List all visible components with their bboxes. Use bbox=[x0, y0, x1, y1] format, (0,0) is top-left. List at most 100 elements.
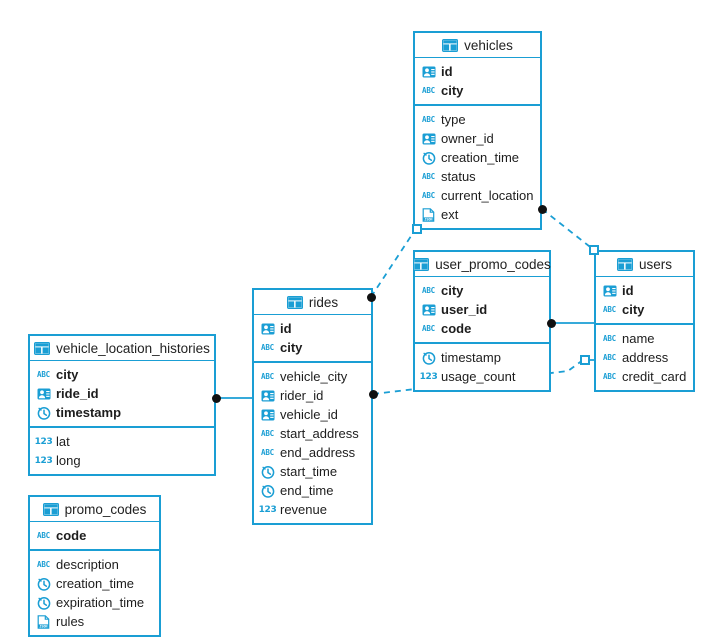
column-name: owner_id bbox=[441, 131, 494, 146]
column-name: city bbox=[622, 302, 645, 317]
column-name: rider_id bbox=[280, 388, 324, 403]
clock-icon bbox=[421, 351, 436, 365]
column-row[interactable]: rider_id bbox=[254, 386, 371, 405]
relationship-endpoint-dot bbox=[366, 292, 376, 302]
clock-icon bbox=[260, 484, 275, 498]
number-type-icon: 123 bbox=[419, 371, 438, 382]
abc-text-type-icon: ABC bbox=[603, 334, 616, 343]
column-row[interactable]: user_id bbox=[415, 300, 549, 319]
primary-key-icon bbox=[421, 132, 436, 146]
column-row[interactable]: id bbox=[596, 281, 693, 300]
table-header-vehicles[interactable]: vehicles bbox=[415, 33, 540, 58]
table-icon bbox=[442, 38, 459, 52]
relationship-endpoint-dot bbox=[546, 318, 556, 328]
column-name: creation_time bbox=[441, 150, 520, 165]
column-name: city bbox=[441, 83, 464, 98]
relationship-endpoint-square bbox=[580, 355, 590, 365]
table-icon bbox=[42, 502, 59, 516]
table-name: users bbox=[638, 256, 672, 272]
column-row[interactable]: owner_id bbox=[415, 129, 540, 148]
column-row[interactable]: JSON rules bbox=[30, 612, 159, 631]
table-header-rides[interactable]: rides bbox=[254, 290, 371, 315]
column-row[interactable]: creation_time bbox=[30, 574, 159, 593]
column-row[interactable]: timestamp bbox=[30, 403, 214, 422]
table-icon bbox=[34, 341, 51, 355]
abc-text-type-icon: ABC bbox=[603, 372, 616, 381]
column-name: ride_id bbox=[56, 386, 99, 401]
table-header-vehicle_location_histories[interactable]: vehicle_location_histories bbox=[30, 336, 214, 361]
column-name: code bbox=[441, 321, 472, 336]
column-row[interactable]: ride_id bbox=[30, 384, 214, 403]
column-name: code bbox=[56, 528, 87, 543]
clock-icon bbox=[421, 151, 436, 165]
column-name: id bbox=[280, 321, 292, 336]
column-row[interactable]: timestamp bbox=[415, 348, 549, 367]
svg-text:JSON: JSON bbox=[39, 624, 47, 628]
primary-key-icon bbox=[602, 284, 617, 298]
column-row[interactable]: id bbox=[254, 319, 371, 338]
table-header-promo_codes[interactable]: promo_codes bbox=[30, 497, 159, 522]
relationship-vehicles-to-users bbox=[541, 208, 595, 251]
table-name: rides bbox=[308, 294, 339, 310]
table-name: promo_codes bbox=[64, 501, 147, 517]
number-type-icon: 123 bbox=[34, 436, 53, 447]
column-row[interactable]: ABC description bbox=[30, 555, 159, 574]
svg-text:JSON: JSON bbox=[424, 217, 432, 221]
column-name: lat bbox=[56, 434, 70, 449]
column-name: current_location bbox=[441, 188, 534, 203]
primary-key-icon bbox=[260, 389, 275, 403]
column-name: end_time bbox=[280, 483, 334, 498]
column-row[interactable]: vehicle_id bbox=[254, 405, 371, 424]
column-name: start_time bbox=[280, 464, 338, 479]
json-document-icon: JSON bbox=[421, 207, 436, 222]
clock-icon bbox=[36, 406, 51, 420]
column-row[interactable]: creation_time bbox=[415, 148, 540, 167]
table-header-user_promo_codes[interactable]: user_promo_codes bbox=[413, 252, 551, 277]
column-name: rules bbox=[56, 614, 85, 629]
table-header-users[interactable]: users bbox=[596, 252, 693, 277]
column-row[interactable]: id bbox=[415, 62, 540, 81]
abc-text-type-icon: ABC bbox=[37, 560, 50, 569]
column-row[interactable]: end_time bbox=[254, 481, 371, 500]
json-document-icon: JSON bbox=[36, 614, 51, 629]
column-name: long bbox=[56, 453, 81, 468]
clock-icon bbox=[36, 577, 51, 591]
clock-icon bbox=[36, 596, 51, 610]
column-name: description bbox=[56, 557, 119, 572]
column-row[interactable]: expiration_time bbox=[30, 593, 159, 612]
column-name: address bbox=[622, 350, 669, 365]
column-row[interactable]: start_time bbox=[254, 462, 371, 481]
relationship-endpoint-square bbox=[412, 224, 422, 234]
number-type-icon: 123 bbox=[34, 455, 53, 466]
